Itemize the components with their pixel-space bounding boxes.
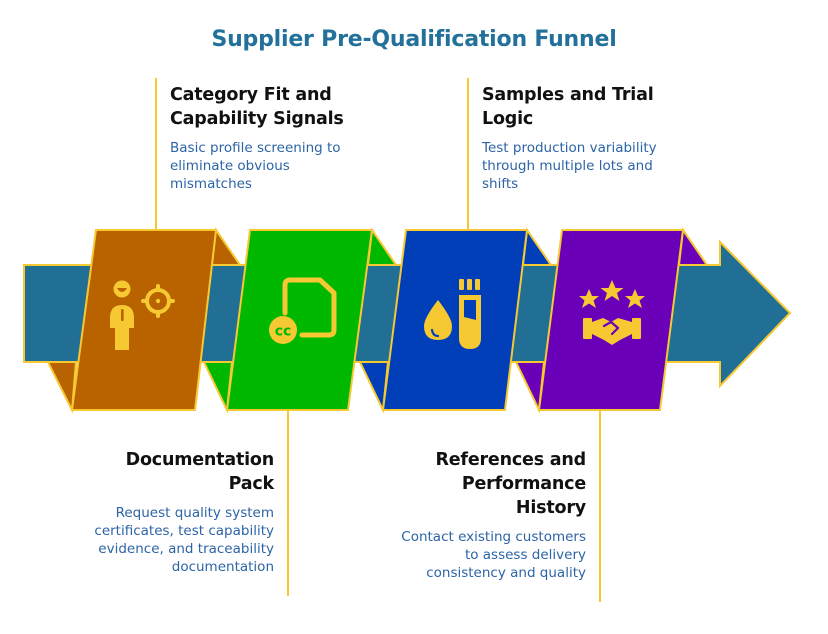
step-4-heading-line-1: References and — [435, 450, 586, 470]
panel-1-bottom-fold — [46, 361, 78, 414]
step-4-heading-line-3: History — [515, 498, 586, 518]
sample-test-tube-icon — [424, 279, 481, 349]
person-target-icon — [110, 280, 175, 350]
step-1-heading: Category Fit and Capability Signals — [170, 83, 380, 131]
step-3-heading: Samples and Trial Logic — [482, 83, 692, 131]
step-3-heading-line-2: Logic — [482, 109, 534, 129]
step-2-heading-line-2: Pack — [228, 474, 275, 494]
step-1-description: Basic profile screening to eliminate obv… — [170, 140, 341, 192]
step-4-heading-line-2: Performance — [461, 474, 586, 494]
step-3-heading-line-1: Samples and Trial — [482, 85, 654, 105]
step-1-heading-line-1: Category Fit and — [170, 85, 332, 105]
step-3-description: Test production variability through mult… — [482, 140, 657, 192]
step-2-heading: Documentation Pack — [84, 448, 275, 496]
diagram-title: Supplier Pre-Qualification Funnel — [211, 27, 617, 52]
panel-1 — [70, 229, 218, 411]
step-4-heading: References and Performance History — [386, 448, 586, 520]
panel-4 — [537, 229, 685, 411]
step-3-callout: Samples and Trial Logic Test production … — [482, 83, 692, 193]
panel-2 — [225, 229, 374, 411]
step-2-callout: Documentation Pack Request quality syste… — [84, 448, 274, 576]
step-2-description: Request quality system certificates, tes… — [94, 505, 274, 575]
stars-handshake-icon — [579, 280, 645, 345]
step-1-callout: Category Fit and Capability Signals Basi… — [170, 83, 380, 193]
step-4-description: Contact existing customers to assess del… — [401, 529, 586, 581]
document-certificate-icon: cc — [269, 277, 337, 344]
svg-text:cc: cc — [275, 324, 292, 340]
panel-3 — [381, 229, 529, 411]
step-1-heading-line-2: Capability Signals — [170, 109, 344, 129]
step-4-callout: References and Performance History Conta… — [386, 448, 586, 582]
step-2-heading-line-1: Documentation — [125, 450, 275, 470]
